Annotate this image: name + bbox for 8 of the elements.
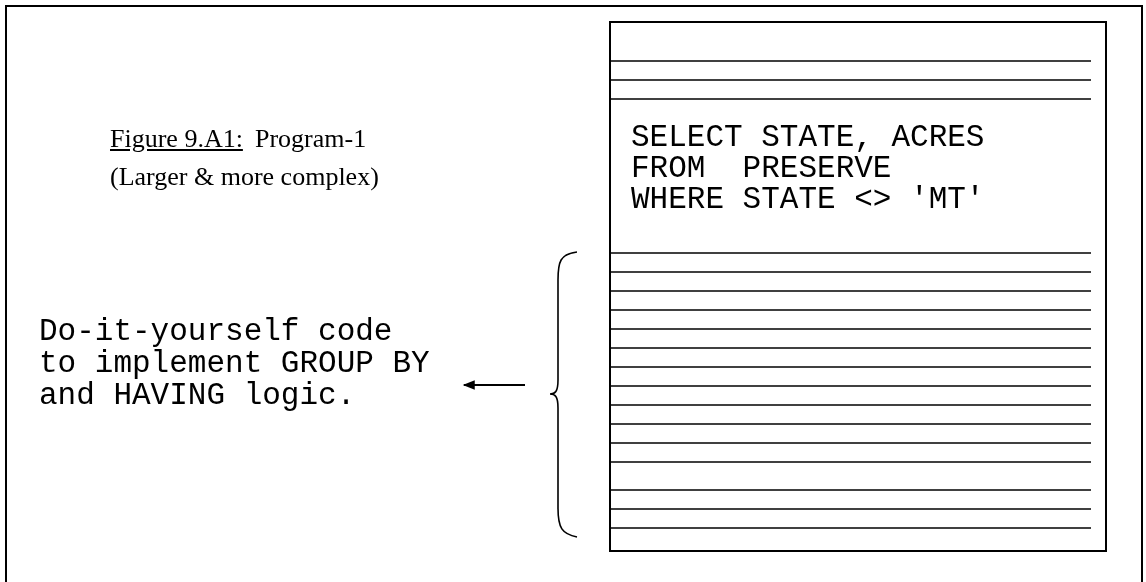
sql-code-line: WHERE STATE <> 'MT' [631, 184, 985, 215]
sql-code-line: FROM PRESERVE [631, 153, 893, 184]
figure-title: Figure 9.A1: [110, 124, 244, 154]
sql-code-line: SELECT STATE, ACRES [631, 122, 985, 153]
figure-subtitle: (Larger & more complex) [110, 162, 379, 192]
annotation-text: Do-it-yourself code to implement GROUP BY and HAVING logic. [39, 316, 439, 412]
arrow [462, 380, 526, 390]
figure-title: Program-1 [255, 124, 367, 154]
